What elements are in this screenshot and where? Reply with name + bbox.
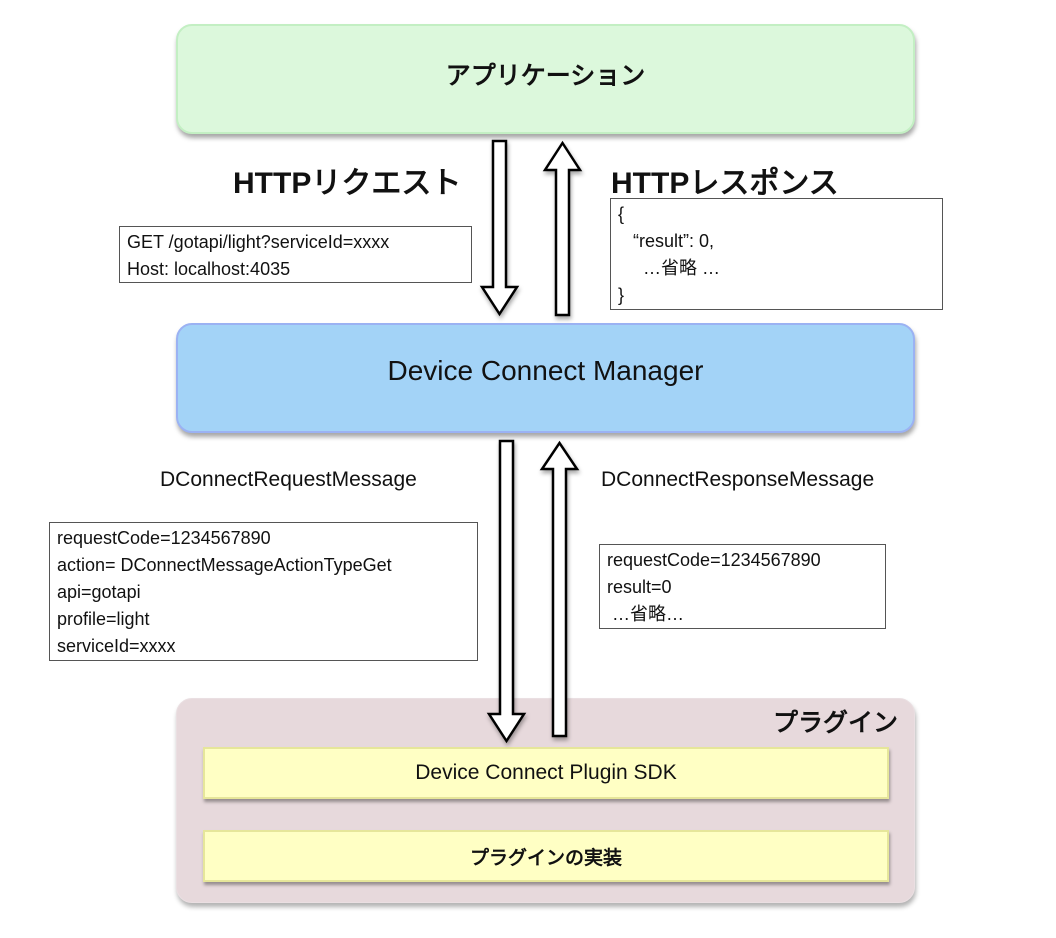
note-line: “result”: 0, <box>618 231 715 251</box>
http-response-note: { “result”: 0, …省略 …} <box>610 198 943 310</box>
device-connect-manager-box: Device Connect Manager <box>176 323 915 433</box>
note-line: …省略… <box>607 604 685 624</box>
plugin-implementation-label: プラグインの実装 <box>469 847 622 869</box>
http-response-label: HTTPレスポンス <box>611 167 839 200</box>
http-request-label: HTTPリクエスト <box>233 167 462 200</box>
note-line: result=0 <box>607 577 672 597</box>
application-box: アプリケーション <box>176 24 915 134</box>
note-line: requestCode=1234567890 <box>607 550 821 570</box>
note-line: requestCode=1234567890 <box>57 528 271 548</box>
note-line: } <box>618 285 625 305</box>
http-response-arrow <box>542 140 583 317</box>
note-line: action= DConnectMessageActionTypeGet <box>57 555 392 575</box>
response-message-arrow <box>539 440 580 738</box>
http-request-arrow <box>479 139 520 317</box>
request-message-arrow <box>486 439 527 744</box>
plugin-title: プラグイン <box>772 709 898 737</box>
note-line: profile=light <box>57 609 150 629</box>
plugin-container: プラグイン Device Connect Plugin SDK プラグインの実装 <box>176 698 915 903</box>
plugin-implementation-layer: プラグインの実装 <box>203 830 889 882</box>
response-message-label: DConnectResponseMessage <box>601 468 875 491</box>
note-line: serviceId=xxxx <box>57 636 176 656</box>
note-line: { <box>618 204 625 224</box>
note-line: …省略 … <box>618 258 721 278</box>
note-line: api=gotapi <box>57 582 141 602</box>
request-message-note: requestCode=1234567890 action= DConnectMe… <box>49 522 478 661</box>
application-title: アプリケーション <box>445 62 646 90</box>
manager-title: Device Connect Manager <box>387 355 704 386</box>
note-line: Host: localhost:4035 <box>127 259 291 279</box>
plugin-sdk-label: Device Connect Plugin SDK <box>415 761 677 784</box>
plugin-sdk-layer: Device Connect Plugin SDK <box>203 747 889 799</box>
request-message-label: DConnectRequestMessage <box>160 468 417 491</box>
response-message-note: requestCode=1234567890 result=0 …省略… <box>599 544 886 629</box>
note-line: GET /gotapi/light?serviceId=xxxx <box>127 232 390 252</box>
